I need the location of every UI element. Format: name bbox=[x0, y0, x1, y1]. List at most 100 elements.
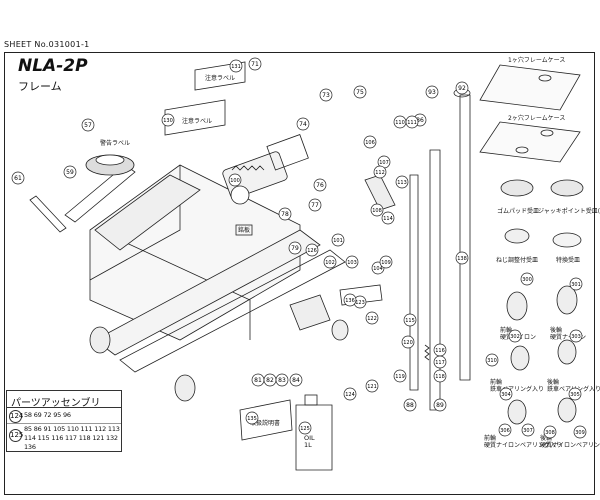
callout-circle bbox=[401, 335, 415, 349]
callout-number: 138 bbox=[457, 256, 467, 262]
callout-number: 61 bbox=[14, 175, 22, 182]
callout-138: 138 bbox=[455, 251, 469, 265]
callout-92: 92 bbox=[455, 81, 469, 95]
callout-circle bbox=[365, 311, 379, 325]
callout-number: 113 bbox=[397, 180, 407, 186]
callout-circle bbox=[425, 85, 439, 99]
callout-number: 307 bbox=[523, 428, 533, 434]
assembly-divider-top bbox=[7, 407, 121, 408]
callout-101: 101 bbox=[331, 233, 345, 247]
callout-57: 57 bbox=[81, 118, 95, 132]
front-wheel-nylon bbox=[506, 291, 528, 321]
replacement-saddle bbox=[552, 232, 582, 248]
callout-131: 131 bbox=[229, 59, 243, 73]
callout-number: 118 bbox=[435, 374, 445, 380]
front-wheel-2 bbox=[174, 374, 196, 402]
callout-number: 77 bbox=[311, 202, 319, 209]
callout-122: 122 bbox=[365, 311, 379, 325]
assembly-parts-125: 85 86 91 105 110 111 112 113 114 115 116… bbox=[24, 425, 120, 451]
callout-number: 121 bbox=[367, 384, 377, 390]
callout-79: 79 bbox=[288, 241, 302, 255]
callout-number: 86 bbox=[416, 117, 424, 124]
callout-circle bbox=[569, 277, 583, 291]
callout-circle bbox=[520, 272, 534, 286]
callout-61: 61 bbox=[11, 171, 25, 185]
cover-plate bbox=[339, 284, 383, 306]
callout-circle bbox=[343, 293, 357, 307]
front-wheel-bearing bbox=[510, 345, 530, 371]
callout-309: 309 bbox=[573, 425, 587, 439]
callout-305: 305 bbox=[568, 387, 582, 401]
callout-circle bbox=[161, 113, 175, 127]
callout-circle bbox=[379, 255, 393, 269]
assembly-table: パーツアッセンブリ 124 58 69 72 95 96 125 85 86 9… bbox=[6, 390, 122, 452]
callout-number: 76 bbox=[316, 182, 324, 189]
callout-304: 304 bbox=[499, 387, 513, 401]
callout-number: 108 bbox=[372, 208, 382, 214]
callout-77: 77 bbox=[308, 198, 322, 212]
callout-circle bbox=[288, 241, 302, 255]
callout-circle bbox=[228, 173, 242, 187]
release-rod bbox=[459, 94, 471, 381]
frame-side-rail bbox=[119, 239, 251, 340]
pump-cylinder bbox=[230, 185, 250, 205]
callout-113: 113 bbox=[395, 175, 409, 189]
label-manual: 取扱説明書 bbox=[250, 419, 280, 427]
callout-number: 309 bbox=[575, 430, 585, 436]
callout-number: 109 bbox=[381, 260, 391, 266]
callout-circle bbox=[455, 251, 469, 265]
label-front-wheel-bearing: 前輪鉄車ベアリング入り bbox=[490, 378, 544, 393]
callout-circle bbox=[81, 118, 95, 132]
callout-number: 93 bbox=[428, 89, 436, 96]
callout-number: 78 bbox=[281, 211, 289, 218]
jack-point-pad bbox=[550, 179, 584, 197]
assembly-key-125: 125 bbox=[9, 429, 23, 442]
rear-wheel-nylon bbox=[556, 285, 578, 315]
callout-circle bbox=[245, 411, 259, 425]
callout-number: 115 bbox=[405, 318, 415, 324]
label-replacement-saddle: 特換受皿 bbox=[556, 256, 580, 264]
callout-circle bbox=[498, 423, 512, 437]
label-warning-3: 警告ラベル bbox=[100, 139, 130, 147]
callout-117: 117 bbox=[433, 355, 447, 369]
callout-124: 124 bbox=[343, 387, 357, 401]
callout-number: 305 bbox=[570, 392, 580, 398]
callout-number: 120 bbox=[403, 340, 413, 346]
callout-number: 301 bbox=[571, 282, 581, 288]
callout-number: 126 bbox=[307, 248, 317, 254]
callout-308: 308 bbox=[543, 425, 557, 439]
frame-case-2 bbox=[479, 121, 581, 163]
callout-114: 114 bbox=[381, 211, 395, 225]
rear-wheel-bearing bbox=[557, 339, 577, 365]
label-frame-case-2: 2ヶ穴フレームケース bbox=[508, 114, 565, 122]
callout-circle bbox=[343, 387, 357, 401]
callout-circle bbox=[278, 207, 292, 221]
callout-310: 310 bbox=[485, 353, 499, 367]
callout-number: 131 bbox=[231, 64, 241, 70]
assembly-key-124: 124 bbox=[9, 410, 23, 423]
callout-number: 79 bbox=[291, 245, 299, 252]
callout-number: 130 bbox=[163, 118, 173, 124]
callout-number: 89 bbox=[436, 402, 444, 409]
instruction-manual bbox=[239, 399, 293, 441]
rear-caster-wheel bbox=[331, 319, 349, 341]
callout-106: 106 bbox=[363, 135, 377, 149]
handle-grip bbox=[364, 174, 396, 211]
callout-circle bbox=[395, 175, 409, 189]
callout-78: 78 bbox=[278, 207, 292, 221]
reservoir-block bbox=[266, 134, 309, 171]
callout-number: 107 bbox=[379, 160, 389, 166]
callout-number: 106 bbox=[365, 140, 375, 146]
callout-307: 307 bbox=[521, 423, 535, 437]
label-nameplate: 銘板 bbox=[238, 226, 250, 234]
callout-circle bbox=[363, 135, 377, 149]
callout-number: 104 bbox=[373, 266, 383, 272]
screw-adjust-saddle bbox=[504, 228, 530, 244]
callout-number: 101 bbox=[333, 238, 343, 244]
callout-number: 102 bbox=[325, 260, 335, 266]
callout-circle bbox=[313, 178, 327, 192]
callout-73: 73 bbox=[319, 88, 333, 102]
callout-number: 306 bbox=[500, 428, 510, 434]
